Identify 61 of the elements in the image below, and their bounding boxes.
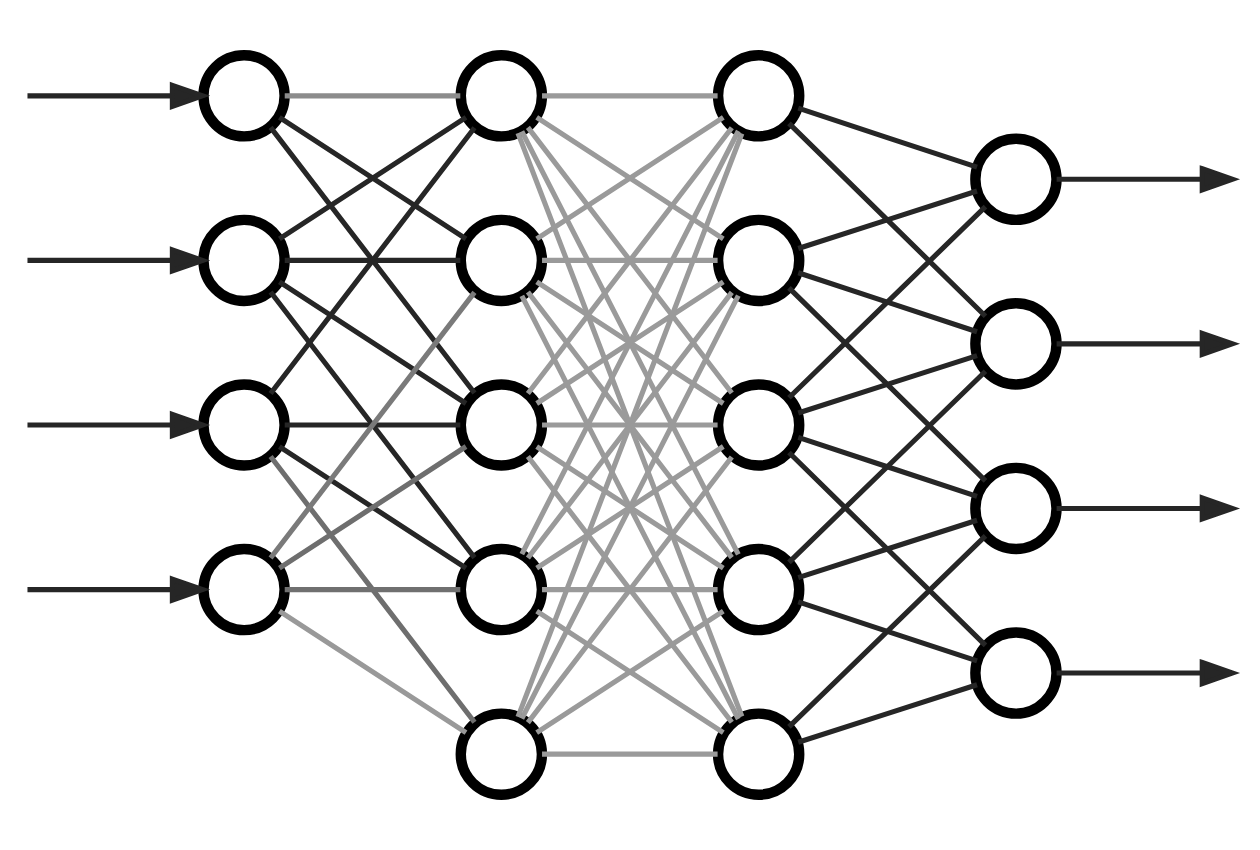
connector bbox=[278, 444, 468, 571]
node-circle bbox=[712, 708, 805, 800]
node-circle bbox=[455, 379, 548, 471]
connector bbox=[787, 533, 988, 729]
arrow bbox=[27, 410, 211, 440]
connector bbox=[797, 188, 978, 251]
node-circle bbox=[198, 50, 290, 142]
connector bbox=[535, 608, 725, 735]
connector bbox=[268, 290, 477, 560]
connector bbox=[542, 422, 718, 428]
connector bbox=[515, 132, 745, 718]
node-circle bbox=[455, 214, 548, 307]
connector bbox=[542, 257, 718, 263]
node-circle bbox=[455, 50, 548, 142]
connector bbox=[797, 434, 978, 499]
node-circle bbox=[712, 50, 805, 142]
connector bbox=[542, 587, 718, 593]
connector bbox=[535, 444, 725, 571]
connector bbox=[797, 599, 978, 664]
node-circle bbox=[198, 214, 290, 307]
node-circle bbox=[970, 627, 1062, 719]
connector bbox=[278, 279, 468, 406]
node-circle bbox=[970, 462, 1062, 555]
arrow bbox=[27, 81, 211, 110]
node-circle bbox=[970, 298, 1062, 390]
arrow bbox=[27, 575, 211, 604]
connector bbox=[284, 257, 461, 263]
connector bbox=[797, 682, 978, 745]
node-circle bbox=[198, 543, 290, 636]
node-circle bbox=[712, 543, 805, 636]
connector bbox=[787, 286, 988, 483]
connector bbox=[797, 353, 978, 416]
connector bbox=[797, 270, 978, 335]
arrow bbox=[1056, 494, 1241, 523]
arrow bbox=[27, 246, 211, 275]
connector bbox=[797, 105, 978, 170]
connector bbox=[535, 115, 725, 242]
connector bbox=[787, 204, 988, 400]
connector bbox=[268, 455, 477, 724]
connector bbox=[278, 608, 468, 735]
arrow bbox=[1056, 658, 1241, 688]
node-circle bbox=[712, 214, 805, 307]
node-circle bbox=[970, 133, 1062, 226]
connector bbox=[284, 422, 461, 428]
connector bbox=[787, 369, 988, 565]
node-circle bbox=[455, 543, 548, 636]
connector bbox=[787, 121, 988, 319]
connector bbox=[542, 751, 718, 757]
connector bbox=[284, 93, 461, 99]
arrow bbox=[1056, 329, 1241, 358]
connector bbox=[284, 587, 461, 593]
arrow bbox=[1056, 165, 1241, 194]
node-circle bbox=[712, 379, 805, 471]
node-circle bbox=[455, 708, 548, 800]
connector bbox=[535, 279, 725, 406]
node-circle bbox=[198, 379, 290, 471]
connector bbox=[278, 115, 468, 242]
connector bbox=[525, 290, 734, 560]
connector bbox=[787, 450, 988, 648]
connector bbox=[542, 93, 718, 99]
connector bbox=[797, 517, 978, 581]
